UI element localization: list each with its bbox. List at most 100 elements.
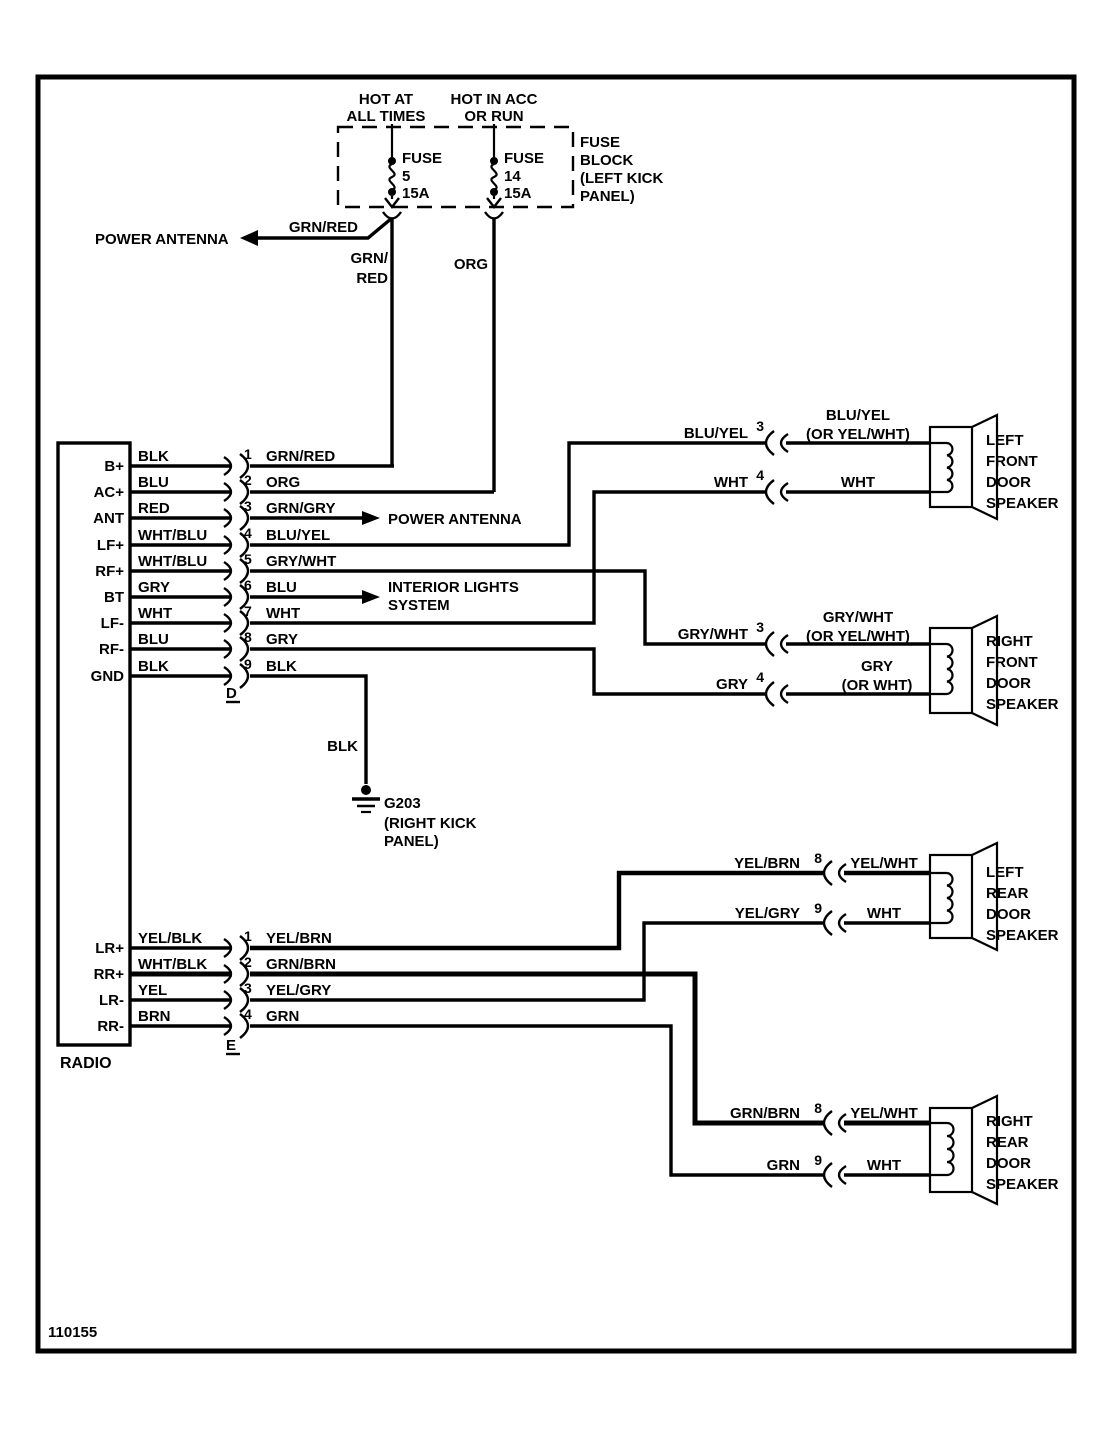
pin-label: RF+ [95,563,124,580]
wire-label: WHT/BLK [138,956,207,973]
pin-number: 8 [814,850,822,866]
pin-number: 3 [756,619,764,635]
connector-d-output-wires: POWER ANTENNA INTERIOR LIGHTS SYSTEM [250,441,930,784]
speaker-terminals [930,871,947,925]
ground-location: PANEL) [384,833,439,850]
right-front-speaker: RIGHT FRONT DOOR SPEAKER [928,614,1059,727]
wire-label: BLK [327,738,358,755]
wire-label: (OR YEL/WHT) [806,426,910,443]
speaker-label: LEFT [986,864,1024,881]
pin-number: 7 [244,603,252,619]
wire-label: YEL/WHT [850,1105,918,1122]
wire-label: GRN/BRN [730,1105,800,1122]
connector-d-symbols [223,453,250,689]
fuse-block-label: BLOCK [580,152,633,169]
speaker-coil-icon [946,1121,955,1177]
interior-lights-label: INTERIOR LIGHTS [388,579,519,596]
fuse-rating: 15A [504,185,532,202]
speaker-label: SPEAKER [986,495,1059,512]
wire-label: GRN/RED [289,219,358,236]
pin-number: 1 [244,446,252,462]
pin-number: 6 [244,577,252,593]
speaker-label: REAR [986,1134,1029,1151]
down-arrow-icon [384,197,400,209]
left-front-speaker-wiring: BLU/YEL 3 BLU/YEL (OR YEL/WHT) WHT 4 WHT [684,407,910,505]
ground-location: (RIGHT KICK [384,815,477,832]
wire-grn-rr-minus [250,1024,930,1177]
pin-number: 4 [756,467,764,483]
right-front-speaker-wiring: GRY/WHT 3 GRY/WHT (OR YEL/WHT) GRY 4 GRY… [678,609,913,707]
pin-number: 4 [756,669,764,685]
pin-label: LR+ [95,940,124,957]
wire-gry-wht-rf-plus [250,569,930,646]
pin-label: GND [91,668,125,685]
fuse-name: FUSE [504,150,544,167]
pin-number: 8 [244,629,252,645]
pin-number: 1 [244,928,252,944]
wires-into-connector-e [130,946,232,1028]
wire-label: GRY [266,631,298,648]
wire-label: GRN/RED [266,448,335,465]
wire-label: BRN [138,1008,171,1025]
wire-blu-yel-lf-plus [250,441,930,547]
diagram-border [35,74,1077,1354]
pin-number: 9 [814,900,822,916]
pin-number: 2 [244,472,252,488]
pin-label: AC+ [94,484,125,501]
speaker-cone-icon [971,614,999,727]
connector-e-symbols [223,935,250,1039]
speaker-body-icon [928,1106,974,1194]
speaker-body-icon [928,853,974,940]
speaker-label: FRONT [986,453,1038,470]
wire-label: BLU [138,631,169,648]
speaker-label: DOOR [986,675,1031,692]
left-front-speaker: LEFT FRONT DOOR SPEAKER [928,413,1059,521]
wire-power-antenna-branch [256,216,394,240]
inline-connector-symbols [822,860,847,936]
radio-label: RADIO [60,1055,112,1072]
speaker-terminals [930,1121,947,1177]
wire-label: BLU [266,579,297,596]
wire-label: GRY [138,579,170,596]
pin-label: LF+ [97,537,124,554]
wire-label: WHT [266,605,300,622]
speaker-label: DOOR [986,1155,1031,1172]
pin-number: 8 [814,1100,822,1116]
pin-number: 9 [244,656,252,672]
wire-label: WHT [841,474,875,491]
wire-gry-rf-minus [250,647,930,696]
wire-label: YEL/GRY [735,905,800,922]
wire-label: WHT [138,605,172,622]
right-rear-speaker-wiring: GRN/BRN 8 YEL/WHT GRN 9 WHT [730,1100,918,1188]
fuse-block-section: HOT AT ALL TIMES HOT IN ACC OR RUN FUSE … [336,91,663,492]
wire-label: BLU/YEL [826,407,890,424]
wire-label: BLU/YEL [266,527,330,544]
wire-label: YEL/GRY [266,982,331,999]
speaker-body-icon [928,425,974,509]
fuse-rating: 15A [402,185,430,202]
left-rear-speaker-wiring: YEL/BRN 8 YEL/WHT YEL/GRY 9 WHT [734,850,918,936]
pin-number: 4 [244,1006,252,1022]
fuse-14-symbol: FUSE 14 15A [484,124,544,220]
wire-label: WHT/BLU [138,553,207,570]
connector-e-letter: E [226,1037,236,1054]
wire-label: ORG [454,256,488,273]
wire-label: BLK [138,658,169,675]
wire-label: BLU/YEL [684,425,748,442]
pin-number: 3 [244,980,252,996]
ground-g203: BLK G203 (RIGHT KICK PANEL) [327,738,476,850]
wire-label: RED [138,500,170,517]
speaker-label: SPEAKER [986,1176,1059,1193]
power-antenna-dest-label: POWER ANTENNA [388,511,522,528]
wire-label: WHT/BLU [138,527,207,544]
wire-label: BLK [138,448,169,465]
wire-label: (OR WHT) [842,677,913,694]
wire-label: GRY/WHT [678,626,748,643]
speaker-body-icon [928,626,974,715]
doc-number: 110155 [48,1324,97,1341]
pin-label: LF- [101,615,124,632]
inline-connector-symbols [764,631,789,707]
wire-label: YEL/WHT [850,855,918,872]
wire-label: YEL/BLK [138,930,202,947]
